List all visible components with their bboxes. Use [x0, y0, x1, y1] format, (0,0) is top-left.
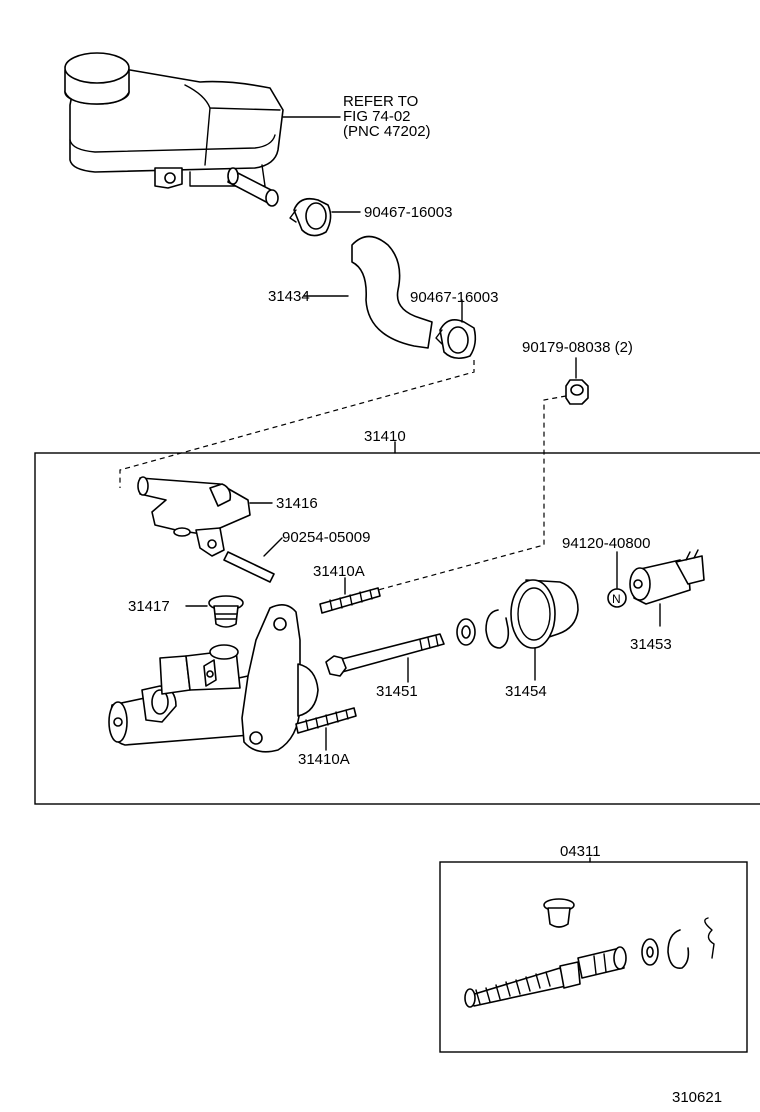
label-stud-upper: 31410A [313, 563, 365, 580]
n-mark-circle [607, 588, 627, 608]
pin [223, 551, 275, 583]
label-boot: 31454 [505, 683, 547, 700]
label-hose: 31434 [268, 288, 310, 305]
kit-snap-ring [667, 929, 690, 969]
snap-ring [485, 609, 510, 649]
hose-clip-lower [435, 319, 477, 360]
clutch-switch [629, 549, 705, 605]
kit-retainer-clip [704, 917, 715, 959]
kit-plug [543, 898, 575, 928]
label-switch: 31453 [630, 636, 672, 653]
label-bolt: 31451 [376, 683, 418, 700]
refer-note-line2: FIG 74-02 [343, 108, 411, 125]
washer [456, 618, 476, 646]
label-assembly: 31410 [364, 428, 406, 445]
piston-spring [464, 967, 567, 1008]
hose [351, 235, 433, 349]
long-bolt [325, 633, 445, 677]
label-pin: 90254-05009 [282, 529, 370, 546]
master-cylinder-body [108, 604, 319, 753]
boot [510, 579, 579, 649]
refer-note-line3: (PNC 47202) [343, 123, 431, 140]
stud-bolt-lower [295, 707, 357, 734]
label-n-mark-part: 94120-40800 [562, 535, 650, 552]
dashed-nut-route [377, 395, 567, 591]
kit-washer [641, 938, 659, 966]
label-plug: 31417 [128, 598, 170, 615]
figure-number: 310621 [672, 1089, 722, 1106]
label-nut: 90179-08038 (2) [522, 339, 633, 356]
union-fitting [137, 476, 251, 557]
piston [559, 946, 627, 989]
label-clip-lower: 90467-16003 [410, 289, 498, 306]
leader-pin [263, 537, 283, 557]
stud-bolt-upper [319, 587, 381, 614]
n-mark-text: N [612, 592, 621, 606]
label-kit: 04311 [560, 843, 601, 860]
assembly-box [34, 452, 760, 805]
label-clip-upper: 90467-16003 [364, 204, 452, 221]
hose-clip-upper [289, 197, 332, 237]
dashed-hose-route [119, 360, 475, 488]
reservoir-plug [208, 595, 244, 628]
label-union: 31416 [276, 495, 318, 512]
label-stud-lower: 31410A [298, 751, 350, 768]
kit-box [439, 861, 748, 1053]
refer-note-line1: REFER TO [343, 93, 418, 110]
reservoir-tank [64, 52, 284, 207]
nut [565, 379, 589, 405]
